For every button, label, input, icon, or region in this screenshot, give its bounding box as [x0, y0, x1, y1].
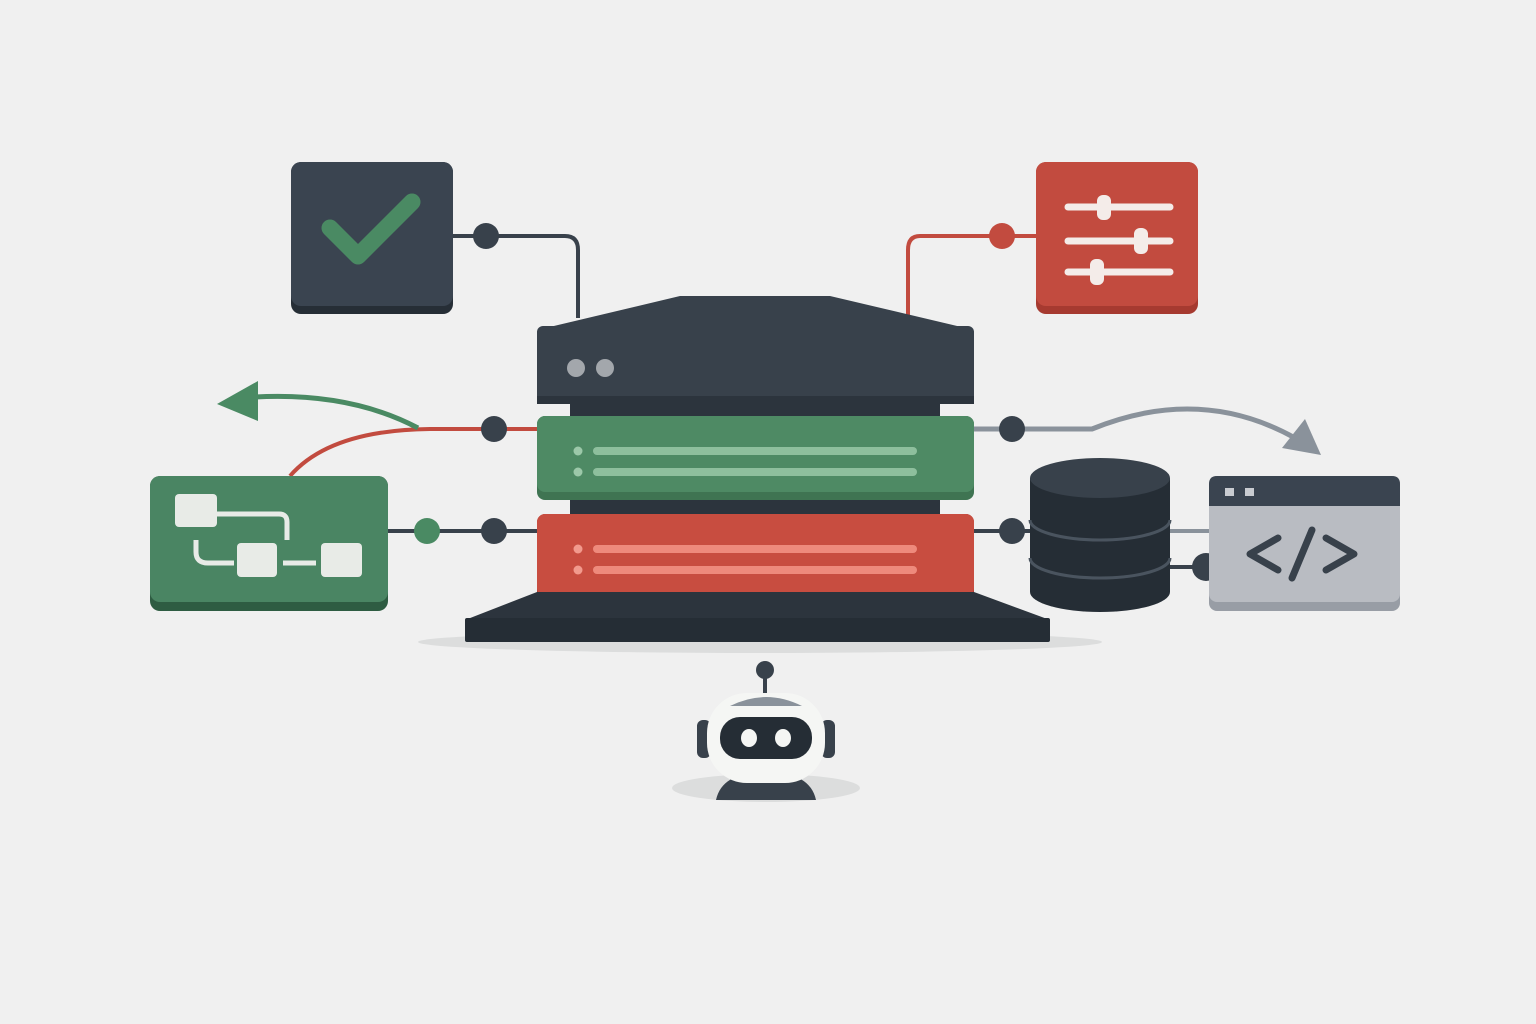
server-roof	[537, 296, 974, 330]
arrow-head-icon	[217, 381, 258, 421]
window-titlebar	[1209, 476, 1400, 506]
server-stack	[465, 296, 1050, 642]
status-light	[596, 359, 614, 377]
connector-line	[453, 234, 580, 318]
connector-node	[481, 416, 507, 442]
connector-node	[999, 416, 1025, 442]
server-base	[465, 592, 1050, 620]
connector-line-red	[288, 427, 537, 478]
code-icon	[1246, 526, 1358, 582]
connector-node	[473, 223, 499, 249]
arrow-right-gray	[974, 406, 1297, 441]
code-window	[1209, 476, 1400, 611]
arrow-head-icon	[1282, 419, 1321, 455]
workflow-tile	[150, 476, 388, 611]
sliders-icon	[1064, 195, 1174, 285]
robot-icon	[697, 661, 835, 800]
connector-node	[481, 518, 507, 544]
connector-node	[999, 518, 1025, 544]
arrow-left-green	[254, 393, 420, 431]
connector-node	[414, 518, 440, 544]
connector-node	[989, 223, 1015, 249]
check-tile	[291, 162, 453, 314]
flowchart-icon	[175, 494, 362, 577]
status-light	[567, 359, 585, 377]
checkmark-icon	[321, 193, 421, 265]
database-icon	[1028, 458, 1172, 612]
server-top-unit	[537, 326, 974, 404]
settings-tile	[1036, 162, 1198, 314]
connector-line	[906, 234, 1036, 315]
